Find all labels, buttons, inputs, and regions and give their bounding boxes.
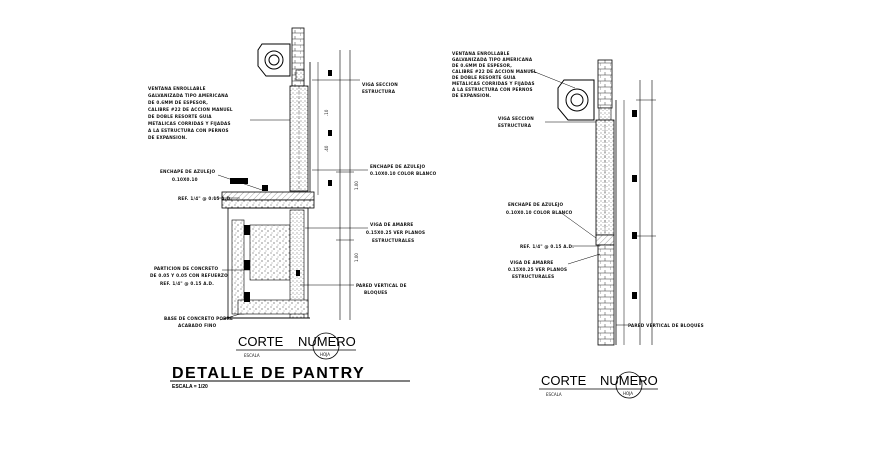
note-ref-right: REF. 1/4" @ 0.15 A.D.: [520, 244, 574, 249]
note-line: METALICAS CORRIDAS Y FIJADAS: [452, 81, 535, 86]
numero-label: NUMERO: [600, 373, 658, 388]
countertop-left: [221, 191, 315, 201]
note-line: 0.10X0.10 COLOR BLANCO: [370, 171, 437, 176]
note-line: VIGA SECCION: [362, 82, 398, 87]
note-line: ACABADO FINO: [178, 323, 217, 328]
note-pared-vertical-left: PARED VERTICAL DE BLOQUES: [356, 283, 407, 295]
lower-wall-right: [597, 244, 615, 346]
note-line: DE 0.05 Y 0.05 CON REFUERZO: [150, 273, 228, 278]
note-viga-amarre-right: VIGA DE AMARRE 0.15X0.25 VER PLANOS ESTR…: [508, 260, 567, 279]
note-line: DE DOBLE RESORTE GUIA: [452, 75, 516, 80]
escala-small: ESCALA: [244, 353, 260, 358]
note-line: CALIBRE #22 DE ACCION MANUEL: [452, 69, 537, 74]
note-line: DE EXPANSION.: [148, 135, 187, 140]
note-viga-seccion-left: VIGA SECCION ESTRUCTURA: [362, 82, 398, 94]
note-line: DE DOBLE RESORTE GUIA: [148, 114, 212, 119]
note-line: ENCHAPE DE AZULEJO: [508, 202, 564, 207]
note-line: CALIBRE #22 DE ACCION MANUEL: [148, 107, 233, 112]
note-viga-seccion-right: VIGA SECCION ESTRUCTURA: [498, 116, 534, 128]
note-ventana-right: VENTANA ENROLLABLE GALVANIZADA TIPO AMER…: [452, 51, 537, 98]
note-line: A LA ESTRUCTURA CON PERNOS: [148, 128, 229, 133]
roller-box-right: [557, 79, 595, 121]
note-ventana-left: VENTANA ENROLLABLE GALVANIZADA TIPO AMER…: [148, 86, 233, 140]
note-enchape-right-left: ENCHAPE DE AZULEJO 0.10X0.10 COLOR BLANC…: [370, 164, 437, 176]
note-line: DE 0.6MM DE ESPESOR,: [148, 100, 208, 105]
hoja-small: HOJA: [623, 391, 633, 396]
note-pared-vertical-right: PARED VERTICAL DE BLOQUES: [628, 323, 704, 328]
note-line: GALVANIZADA TIPO AMERICANA: [452, 57, 533, 62]
note-line: BASE DE CONCRETO POBRE: [164, 316, 233, 321]
note-line: DE EXPANSION.: [452, 93, 491, 98]
dimension-label: .10: [324, 109, 329, 116]
left-detail: VENTANA ENROLLABLE GALVANIZADA TIPO AMER…: [148, 27, 437, 390]
section-label-right: CORTE NUMERO ESCALA HOJA: [539, 371, 658, 399]
section-label-left: CORTE NUMERO ESCALA HOJA: [236, 332, 356, 360]
note-line: 0.15X0.25 VER PLANOS: [508, 267, 567, 272]
note-particion-left: PARTICION DE CONCRETO DE 0.05 Y 0.05 CON…: [150, 266, 228, 286]
note-line: ESTRUCTURA: [362, 89, 396, 94]
corte-label: CORTE: [238, 334, 284, 349]
note-viga-amarre-left: VIGA DE AMARRE 0.15X0.25 VER PLANOS ESTR…: [366, 222, 425, 243]
note-line: A LA ESTRUCTURA CON PERNOS: [452, 87, 533, 92]
note-line: 0.10X0.10 COLOR BLANCO: [506, 210, 573, 215]
note-line: DE 0.6MM DE ESPESOR,: [452, 63, 512, 68]
note-line: VIGA DE AMARRE: [370, 222, 414, 227]
note-line: PARTICION DE CONCRETO: [154, 266, 218, 271]
note-line: 0.10X0.10: [172, 177, 198, 182]
dimension-label: .40: [324, 145, 329, 152]
note-enchape-left-left: ENCHAPE DE AZULEJO 0.10X0.10: [160, 169, 216, 182]
note-line: REF. 1/4" @ 0.15 A.D.: [160, 281, 214, 286]
note-base-left: BASE DE CONCRETO POBRE ACABADO FINO: [164, 316, 233, 328]
note-line: GALVANIZADA TIPO AMERICANA: [148, 93, 229, 98]
note-line: BLOQUES: [364, 290, 388, 295]
dimension-label: 1.00: [354, 181, 359, 190]
note-line: 0.15X0.25 VER PLANOS: [366, 230, 425, 235]
note-enchape-right: ENCHAPE DE AZULEJO 0.10X0.10 COLOR BLANC…: [506, 202, 573, 215]
right-detail: VENTANA ENROLLABLE GALVANIZADA TIPO AMER…: [452, 51, 704, 399]
note-line: ESTRUCTURALES: [512, 274, 554, 279]
note-line: VENTANA ENROLLABLE: [148, 86, 206, 91]
note-line: ENCHAPE DE AZULEJO: [370, 164, 426, 169]
note-line: ESTRUCTURALES: [372, 238, 414, 243]
corte-label: CORTE: [541, 373, 587, 388]
hoja-small: HOJA: [320, 352, 330, 357]
note-line: ENCHAPE DE AZULEJO: [160, 169, 216, 174]
note-line: VIGA DE AMARRE: [510, 260, 554, 265]
note-ref-left: REF. 1/4" @ 0.15 A.D.: [178, 196, 232, 201]
dimension-label: 1.00: [354, 253, 359, 262]
note-line: VIGA SECCION: [498, 116, 534, 121]
numero-label: NUMERO: [298, 334, 356, 349]
scale-text: ESCALA = 1/20: [172, 384, 208, 390]
note-line: VENTANA ENROLLABLE: [452, 51, 510, 56]
roller-box-left: [257, 43, 291, 77]
note-line: METALICAS CORRIDAS Y FIJADAS: [148, 121, 231, 126]
drawing-title: DETALLE DE PANTRY: [172, 365, 365, 382]
note-line: ESTRUCTURA: [498, 123, 532, 128]
note-line: PARED VERTICAL DE: [356, 283, 407, 288]
escala-small: ESCALA: [546, 392, 562, 397]
